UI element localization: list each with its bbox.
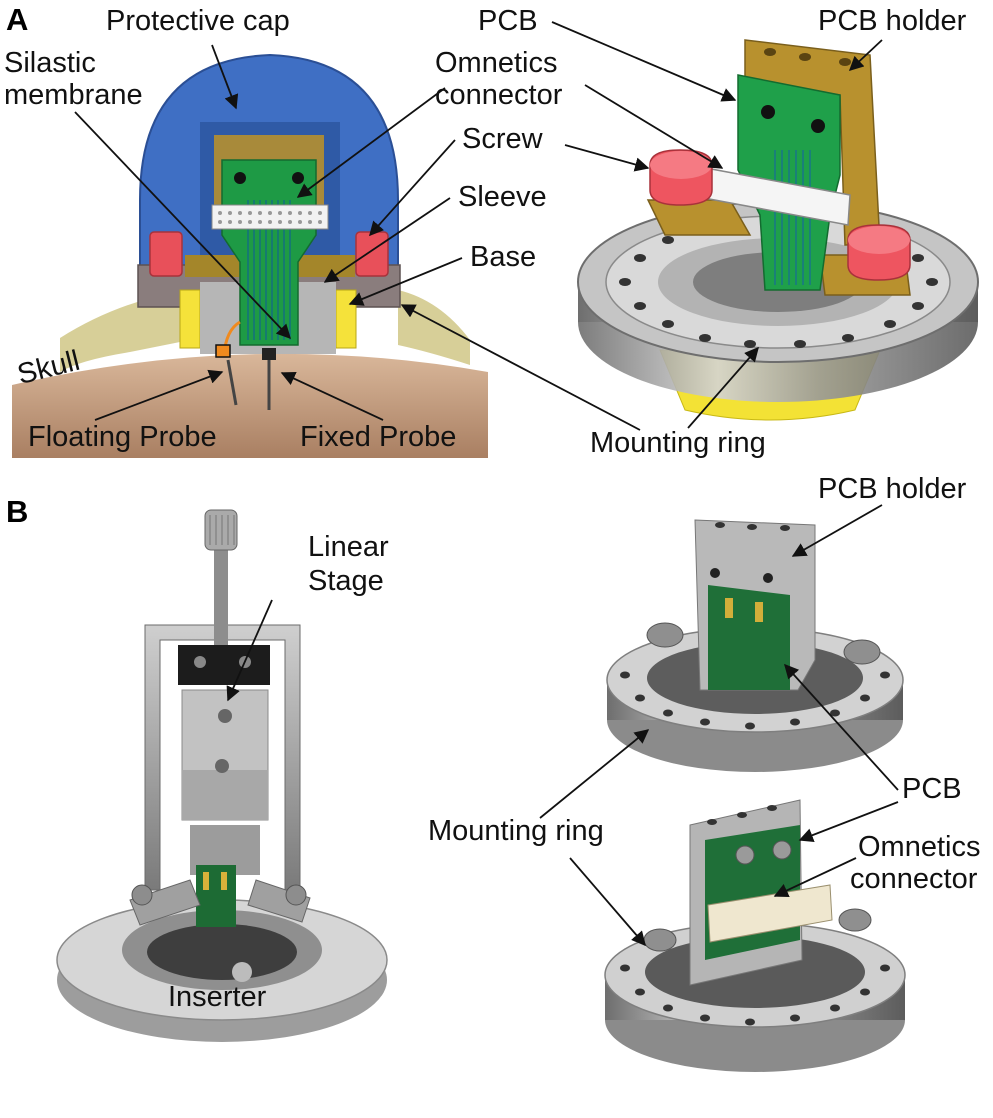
arrow-base [348, 257, 463, 306]
arrow-omnetics-b [773, 857, 857, 898]
panel-label-b: B [6, 494, 29, 529]
arrow-omnetics-a2 [584, 84, 724, 169]
screw-right [355, 231, 389, 277]
arrow-silastic [74, 111, 291, 340]
label-inserter: Inserter [168, 981, 267, 1013]
arrow-linear-stage [226, 599, 273, 702]
arrow-pcb-a [551, 21, 737, 102]
arrow-mounting-ring-b1 [539, 729, 650, 819]
arrow-mounting-ring-b2 [569, 857, 646, 947]
label-omnetics-a-1: Omnetics [435, 47, 558, 79]
label-silastic-1: Silastic [4, 47, 96, 79]
screw-left [149, 231, 183, 277]
yellow-flange-left [179, 289, 201, 349]
label-floating-probe: Floating Probe [28, 421, 217, 453]
arrow-fixed-probe [280, 371, 384, 421]
arrow-mounting-ring-a1 [400, 304, 641, 431]
yellow-flange-right [335, 289, 357, 349]
label-base: Base [470, 241, 537, 273]
label-screw: Screw [462, 123, 543, 155]
label-silastic-2: membrane [4, 79, 143, 111]
fixed-probe-chip [262, 348, 276, 360]
arrow-pcb-holder-a [848, 39, 883, 71]
label-omnetics-b-1: Omnetics [858, 831, 981, 863]
label-mounting-ring-a: Mounting ring [590, 427, 766, 459]
label-fixed-probe: Fixed Probe [300, 421, 457, 453]
label-pcb-b: PCB [902, 773, 962, 805]
cross-section-diagram [12, 53, 488, 458]
label-linear-stage-1: Linear [308, 531, 389, 563]
label-linear-stage-2: Stage [308, 565, 384, 597]
omnetics-connector-section [211, 204, 329, 230]
pcb-photo-top [708, 585, 790, 690]
inserter-pcb [196, 865, 236, 927]
assembly-photo-bottom [604, 799, 906, 1072]
skull-shape [12, 353, 488, 458]
inserter-photo [56, 509, 388, 1042]
arrow-pcb-holder-b [791, 504, 883, 557]
label-omnetics-b-2: connector [850, 863, 978, 895]
label-pcb-holder-b: PCB holder [818, 473, 967, 505]
panel-label-a: A [6, 2, 29, 37]
label-mounting-ring-b: Mounting ring [428, 815, 604, 847]
label-omnetics-a-2: connector [435, 79, 563, 111]
arrow-screw-a [369, 139, 456, 237]
annotation-arrows [74, 21, 899, 947]
arrow-pcb-b2 [798, 801, 899, 843]
render-3d-assembly [577, 39, 979, 421]
dental-cement [60, 290, 190, 372]
floating-probe-chip [215, 344, 231, 358]
arrow-mounting-ring-a2 [687, 346, 759, 429]
label-pcb-holder-a: PCB holder [818, 5, 967, 37]
arrow-pcb-b1 [784, 663, 899, 791]
arrow-screw-a2 [564, 144, 650, 172]
arrow-omnetics-a [296, 87, 446, 198]
label-sleeve: Sleeve [458, 181, 547, 213]
arrow-sleeve [323, 197, 451, 283]
arrow-floating-probe [94, 369, 224, 421]
assembly-photo-top [606, 519, 904, 772]
arrow-protective-cap [211, 44, 239, 110]
label-pcb-a: PCB [478, 5, 538, 37]
knurled-knob [204, 509, 238, 551]
floating-probe-shank [226, 359, 238, 406]
label-protective-cap: Protective cap [106, 5, 290, 37]
